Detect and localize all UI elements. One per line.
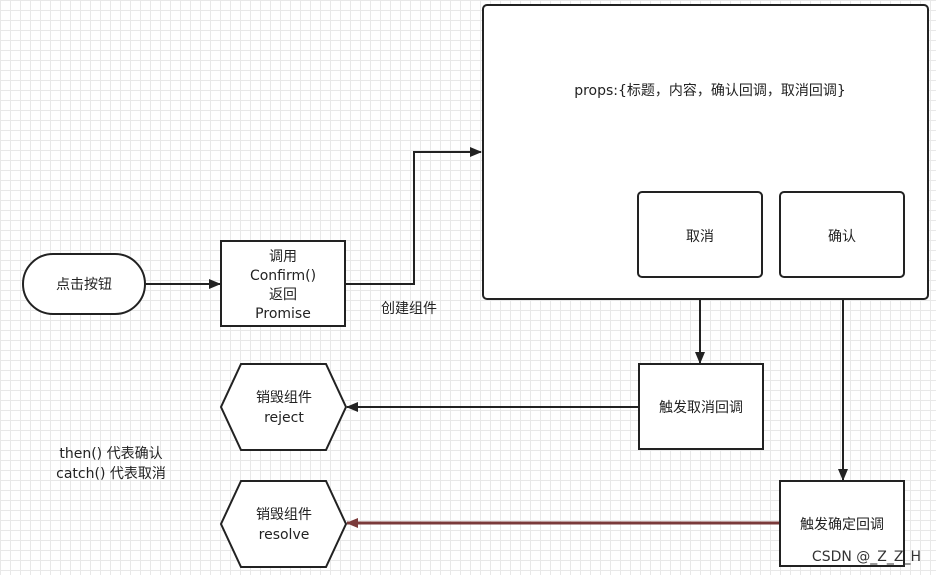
destroy-reject-line-2: reject bbox=[264, 410, 304, 426]
click-button-node: 点击按钮 bbox=[22, 253, 146, 315]
call-confirm-line-3: 返回 bbox=[269, 287, 297, 303]
confirm-button-label: 确认 bbox=[828, 229, 856, 245]
trigger-cancel-node: 触发取消回调 bbox=[638, 363, 764, 450]
call-confirm-line-1: 调用 bbox=[269, 249, 297, 265]
destroy-reject-node: 销毁组件 reject bbox=[219, 363, 348, 451]
component-props-label: props:{标题，内容，确认回调，取消回调} bbox=[574, 82, 846, 99]
trigger-cancel-label: 触发取消回调 bbox=[659, 400, 743, 416]
trigger-confirm-node: 触发确定回调 bbox=[779, 480, 905, 567]
destroy-resolve-line-1: 销毁组件 bbox=[256, 507, 312, 523]
cancel-button-label: 取消 bbox=[686, 229, 714, 245]
cancel-button-node: 取消 bbox=[637, 191, 763, 278]
create-component-label: 创建组件 bbox=[381, 301, 437, 317]
destroy-resolve-node: 销毁组件 resolve bbox=[219, 480, 348, 568]
call-confirm-node: 调用 Confirm() 返回 Promise bbox=[220, 240, 346, 327]
catch-note: catch() 代表取消 bbox=[56, 466, 166, 482]
destroy-reject-line-1: 销毁组件 bbox=[256, 390, 312, 406]
call-confirm-line-2: Confirm() bbox=[250, 268, 316, 284]
call-confirm-line-4: Promise bbox=[255, 306, 311, 322]
click-button-label: 点击按钮 bbox=[56, 277, 112, 293]
trigger-confirm-label: 触发确定回调 bbox=[800, 517, 884, 533]
confirm-button-node: 确认 bbox=[779, 191, 905, 278]
destroy-resolve-line-2: resolve bbox=[259, 527, 310, 543]
csdn-watermark: CSDN @_Z_Z_H bbox=[812, 549, 921, 565]
then-note: then() 代表确认 bbox=[59, 446, 162, 462]
arrow-confirm-to-component bbox=[346, 147, 482, 285]
